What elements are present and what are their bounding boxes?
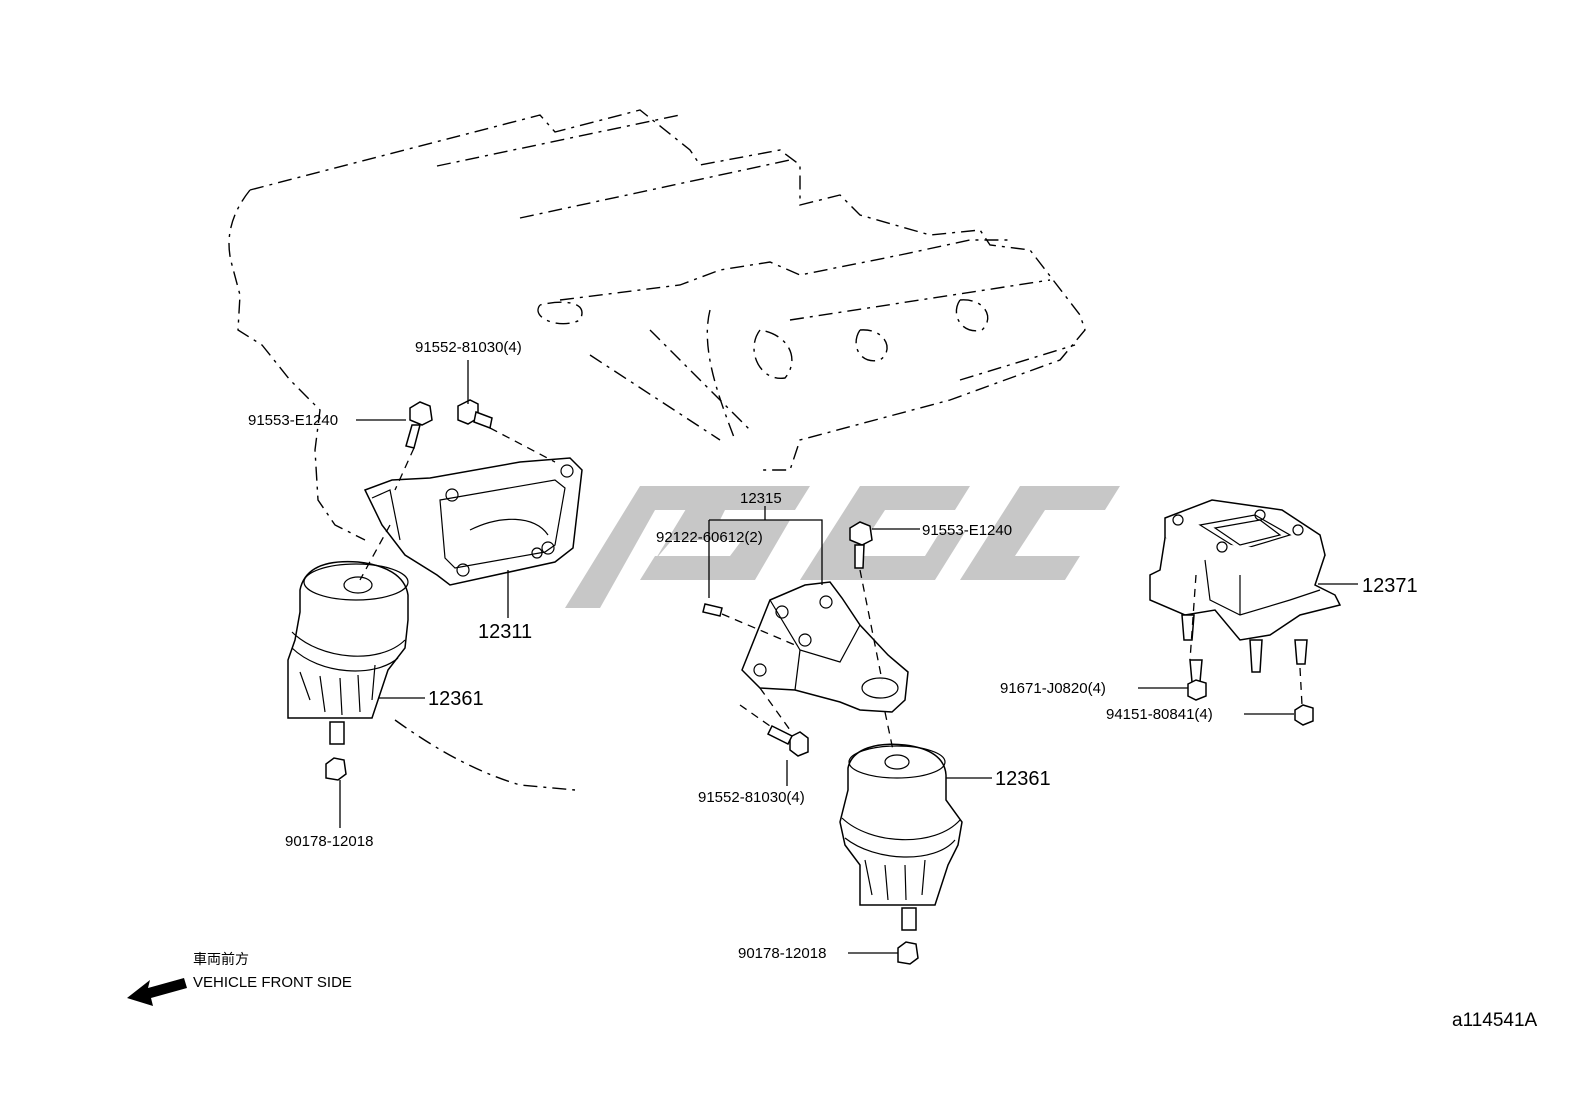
left-engine-bracket: [363, 457, 583, 586]
callout-rear-bolt: 91671-J0820(4): [1000, 680, 1106, 697]
assembly-lines: [359, 427, 1303, 751]
center-engine-bracket: [741, 581, 909, 713]
direction-label-jp: 車両前方: [193, 951, 249, 967]
leader-lines: [339, 360, 1358, 954]
rear-mount: [1149, 499, 1342, 726]
callout-nut-center: 90178-12018: [738, 945, 826, 962]
callout-bracket-left: 12311: [478, 621, 532, 643]
direction-label-en: VEHICLE FRONT SIDE: [193, 974, 352, 991]
callout-rear-nut: 94151-80841(4): [1106, 706, 1213, 723]
callout-labels: 91552-81030(4) 91553-E1240 12311 12361 9…: [248, 339, 1418, 962]
center-hardware: [702, 521, 919, 965]
vehicle-front-indicator: 車両前方 VEHICLE FRONT SIDE: [127, 951, 352, 1006]
left-engine-insulator: [287, 560, 409, 745]
left-hardware: [325, 399, 493, 781]
callout-screw-left: 91553-E1240: [248, 412, 338, 429]
callout-insulator-left: 12361: [428, 688, 484, 710]
watermark-logo: [565, 486, 1120, 608]
figure-id: a114541A: [1452, 1010, 1538, 1031]
callout-screw-center: 91553-E1240: [922, 522, 1012, 539]
callout-nut-left: 90178-12018: [285, 833, 373, 850]
center-engine-insulator: [839, 743, 963, 931]
callout-bolt-center: 91552-81030(4): [698, 789, 805, 806]
callout-insulator-center: 12361: [995, 768, 1051, 790]
engine-outline: [228, 109, 1086, 791]
callout-rear-mount: 12371: [1362, 575, 1418, 597]
callout-stud-center: 92122-60612(2): [656, 529, 763, 546]
callout-bracket-center: 12315: [740, 490, 782, 507]
callout-bolt-upper-left: 91552-81030(4): [415, 339, 522, 356]
front-arrow-icon: [127, 978, 187, 1006]
